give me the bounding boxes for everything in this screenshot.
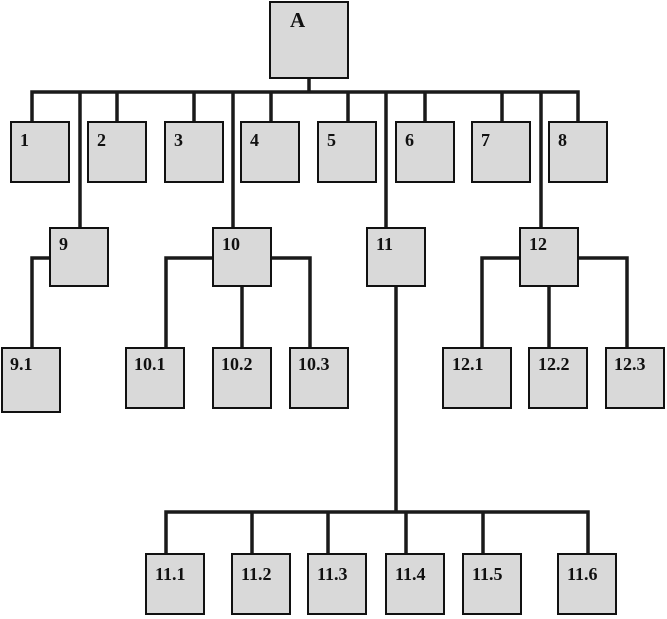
node-box — [605, 347, 665, 409]
node-10-1: 10.1 — [125, 347, 185, 409]
node-label: 10.3 — [298, 354, 330, 374]
node-box — [1, 347, 61, 413]
node-11-3: 11.3 — [307, 553, 367, 615]
node-box — [471, 121, 531, 183]
node-label: 9.1 — [10, 354, 33, 374]
node-1: 1 — [10, 121, 70, 183]
node-7: 7 — [471, 121, 531, 183]
node-label: 7 — [481, 130, 490, 150]
node-box — [462, 553, 522, 615]
node-12: 12 — [519, 227, 579, 287]
node-label: 11.2 — [241, 564, 272, 584]
node-11-4: 11.4 — [385, 553, 445, 615]
node-label: 11.3 — [317, 564, 348, 584]
node-box — [317, 121, 377, 183]
node-label: 11.1 — [155, 564, 186, 584]
node-box — [548, 121, 608, 183]
node-label: 12.3 — [614, 354, 646, 374]
node-11: 11 — [366, 227, 426, 287]
node-box — [10, 121, 70, 183]
node-4: 4 — [240, 121, 300, 183]
node-box — [519, 227, 579, 287]
node-box — [289, 347, 349, 409]
node-8: 8 — [548, 121, 608, 183]
node-label: A — [290, 8, 306, 32]
node-box — [395, 121, 455, 183]
node-9-1: 9.1 — [1, 347, 61, 413]
node-label: 11 — [376, 234, 393, 254]
node-label: 12 — [529, 234, 547, 254]
node-6: 6 — [395, 121, 455, 183]
node-root: A — [269, 1, 349, 79]
node-label: 8 — [558, 130, 567, 150]
node-box — [125, 347, 185, 409]
node-12-2: 12.2 — [528, 347, 588, 409]
node-label: 5 — [327, 130, 336, 150]
node-box — [212, 227, 272, 287]
node-label: 11.5 — [472, 564, 503, 584]
node-label: 4 — [250, 130, 259, 150]
connector-9-children — [30, 256, 52, 350]
node-11-6: 11.6 — [557, 553, 617, 615]
node-10: 10 — [212, 227, 272, 287]
node-box — [528, 347, 588, 409]
node-12-3: 12.3 — [605, 347, 665, 409]
node-box — [164, 121, 224, 183]
node-label: 10.2 — [221, 354, 253, 374]
node-label: 6 — [405, 130, 414, 150]
connector-12-children — [480, 256, 629, 350]
node-box — [49, 227, 109, 287]
node-label: 1 — [20, 130, 29, 150]
node-box — [307, 553, 367, 615]
node-2: 2 — [87, 121, 147, 183]
node-label: 3 — [174, 130, 183, 150]
node-label: 12.1 — [452, 354, 484, 374]
node-5: 5 — [317, 121, 377, 183]
node-12-1: 12.1 — [442, 347, 512, 409]
node-box — [557, 553, 617, 615]
node-box — [240, 121, 300, 183]
node-box — [212, 347, 272, 409]
node-11-5: 11.5 — [462, 553, 522, 615]
node-label: 12.2 — [538, 354, 570, 374]
node-label: 11.6 — [567, 564, 598, 584]
node-box — [442, 347, 512, 409]
node-label: 11.4 — [395, 564, 426, 584]
node-10-3: 10.3 — [289, 347, 349, 409]
node-label: 10.1 — [134, 354, 166, 374]
node-box — [231, 553, 291, 615]
node-9: 9 — [49, 227, 109, 287]
node-box — [145, 553, 205, 615]
node-box — [385, 553, 445, 615]
node-label: 10 — [222, 234, 240, 254]
connector-11-children — [164, 284, 590, 556]
connectors — [30, 76, 629, 556]
node-box — [366, 227, 426, 287]
connector-root-bus — [30, 76, 580, 230]
node-11-2: 11.2 — [231, 553, 291, 615]
node-box — [87, 121, 147, 183]
node-label: 9 — [59, 234, 68, 254]
node-box — [269, 1, 349, 79]
node-3: 3 — [164, 121, 224, 183]
node-11-1: 11.1 — [145, 553, 205, 615]
node-10-2: 10.2 — [212, 347, 272, 409]
connector-10-children — [164, 256, 312, 350]
node-label: 2 — [97, 130, 106, 150]
